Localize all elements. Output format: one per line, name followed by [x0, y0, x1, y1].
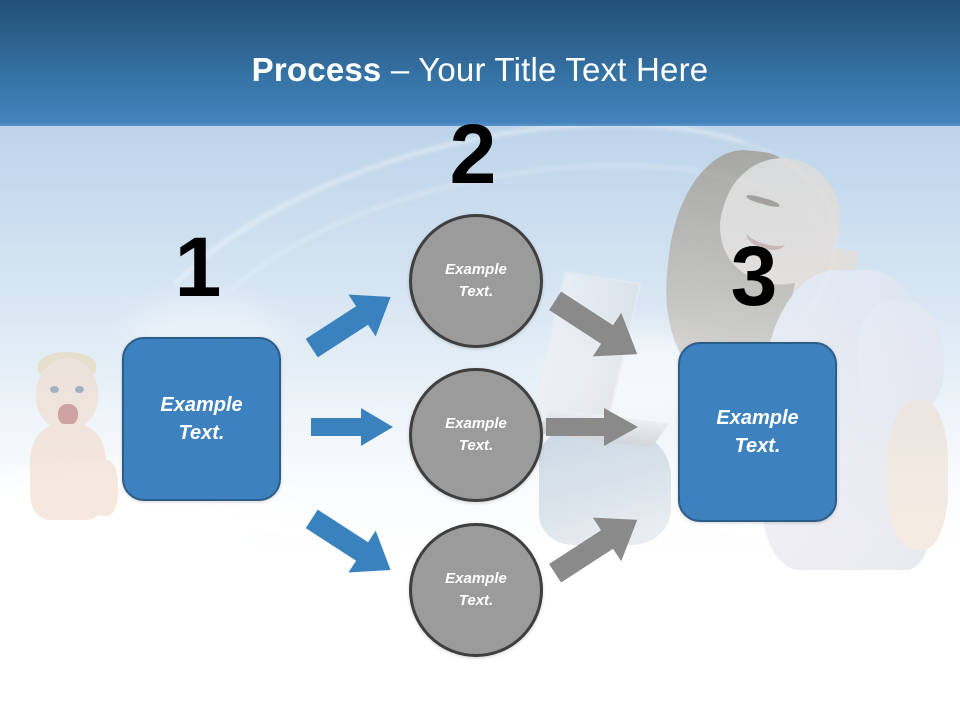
- step-number-1: 1: [174, 220, 222, 314]
- process-circle-1[interactable]: Example Text.: [409, 214, 543, 348]
- baby-arm: [90, 460, 118, 516]
- page-title-separator: –: [381, 51, 419, 88]
- arrow-down-right-gray-icon: [545, 287, 650, 369]
- step-number-3: 3: [730, 229, 778, 323]
- process-circle-3[interactable]: Example Text.: [409, 523, 543, 657]
- baby-photo: [8, 352, 126, 520]
- process-circle-3-label: Example Text.: [445, 570, 507, 609]
- woman-sleeve: [858, 300, 944, 416]
- woman-arm: [886, 400, 948, 550]
- baby-eye: [75, 386, 84, 393]
- header-band: [0, 0, 960, 126]
- end-box[interactable]: Example Text.: [678, 342, 837, 522]
- page-title: Process – Your Title Text Here: [0, 50, 960, 90]
- process-circle-2[interactable]: Example Text.: [409, 368, 543, 502]
- arrow-up-right-gray-icon: [545, 505, 650, 587]
- page-title-light: Your Title Text Here: [418, 51, 709, 88]
- start-box[interactable]: Example Text.: [122, 337, 281, 501]
- arrow-right-blue-icon: [311, 408, 393, 446]
- process-circle-1-label: Example Text.: [445, 261, 507, 300]
- baby-mouth: [58, 404, 78, 425]
- step-number-2: 2: [449, 107, 497, 201]
- arrow-down-right-blue-icon: [302, 505, 402, 585]
- process-circle-2-label: Example Text.: [445, 415, 507, 454]
- arrow-up-right-blue-icon: [302, 282, 402, 362]
- end-box-label: Example Text.: [716, 407, 799, 457]
- baby-eye: [50, 386, 59, 393]
- arrow-right-gray-icon: [546, 408, 638, 446]
- page-title-strong: Process: [251, 51, 382, 88]
- start-box-label: Example Text.: [160, 394, 243, 444]
